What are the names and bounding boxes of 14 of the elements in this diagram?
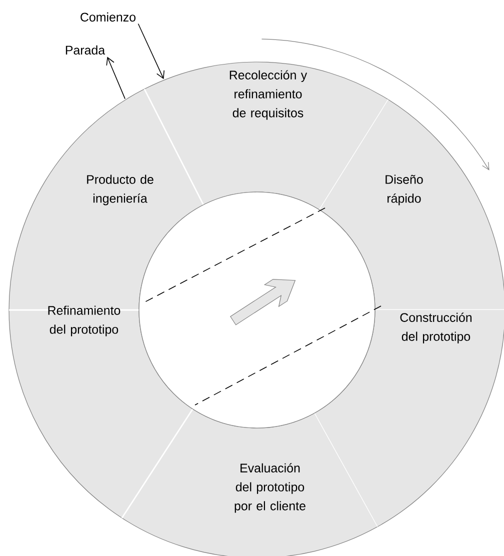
stage-label: Producto de ingeniería <box>87 174 154 206</box>
stage-label: Refinamiento del prototipo <box>48 306 120 336</box>
ring-sector <box>121 408 378 556</box>
stage-label: Recolección y refinamiento de requisitos <box>230 70 308 120</box>
stage-label: Diseño rápido <box>386 174 423 206</box>
ring-sector <box>8 306 194 518</box>
arrow <box>106 56 126 100</box>
text-label: Parada <box>66 45 106 55</box>
ring-sector <box>319 99 504 311</box>
stage-label: Construcción del prototipo <box>400 312 472 344</box>
stage-label: Evaluación del prototipo por el cliente <box>234 463 306 513</box>
arrow <box>138 23 164 80</box>
text-label: Comienzo <box>80 12 136 22</box>
ring-sector <box>314 310 504 528</box>
